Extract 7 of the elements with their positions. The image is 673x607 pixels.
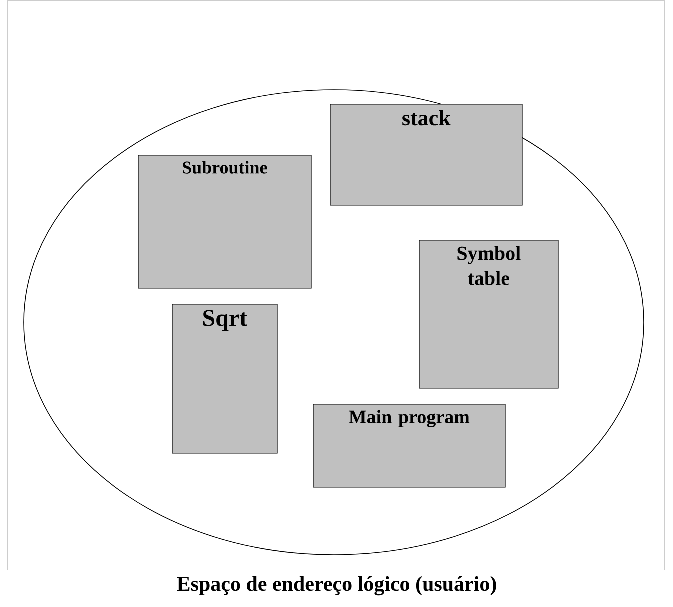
memory-block: Symbol table	[419, 240, 559, 389]
memory-block: Subroutine	[138, 154, 312, 289]
caption: Espaço de endereço lógico (usuário)	[177, 576, 496, 596]
memory-block: Main program	[313, 404, 506, 488]
memory-block: stack	[330, 104, 523, 206]
memory-block: Sqrt	[172, 304, 278, 454]
address-space-ellipse	[24, 90, 644, 556]
